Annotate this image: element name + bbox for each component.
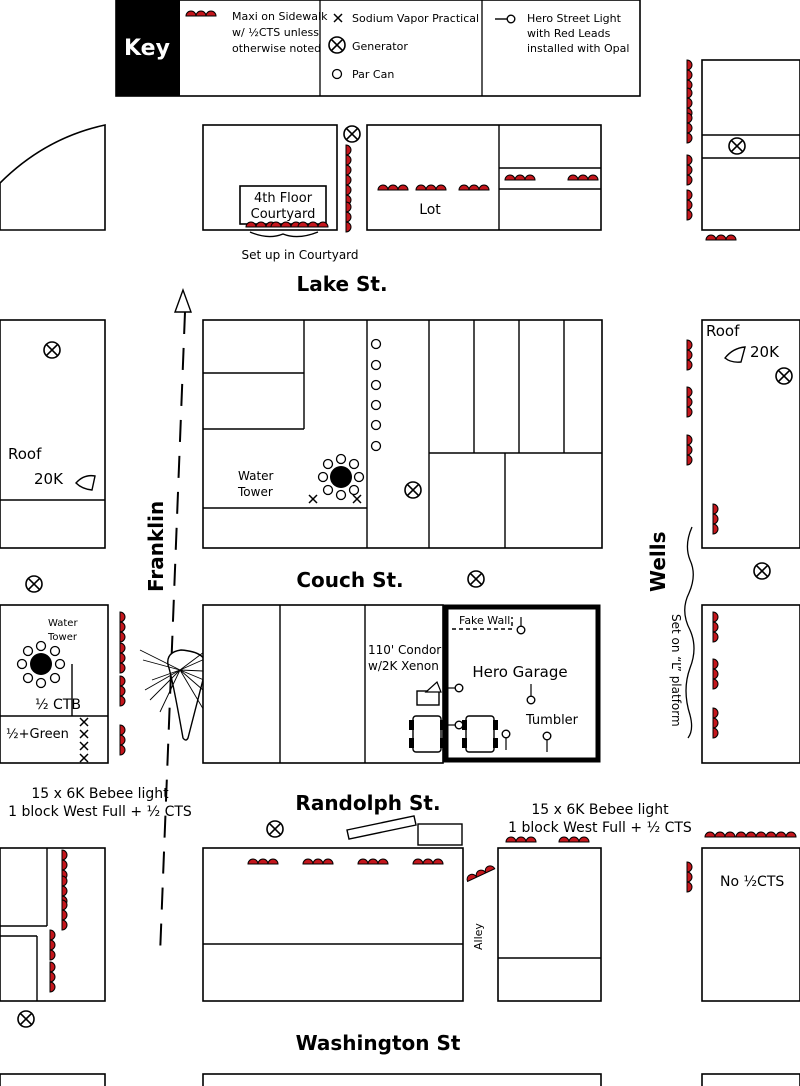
- block-south-center: [202, 847, 496, 1002]
- generator-icon: [17, 1010, 35, 1028]
- legend-title: Key: [124, 36, 170, 61]
- ctb-label: ½ CTB: [35, 697, 81, 713]
- light-20k-label-west: 20K: [34, 470, 64, 488]
- legend-hero-line2: with Red Leads: [527, 27, 611, 40]
- block-edge: [202, 1073, 602, 1086]
- legend-maxi-line1: Maxi on Sidewalk: [232, 10, 328, 23]
- block-west-water-tower: Water Tower ½ CTB ½+Green: [0, 604, 126, 764]
- roof-label-west: Roof: [8, 445, 42, 463]
- block-northwest: [0, 124, 106, 231]
- par-can-icon: [331, 68, 343, 80]
- legend-maxi-line2: w/ ½CTS unless: [232, 26, 319, 39]
- courtyard-setup-note: Set up in Courtyard: [241, 248, 358, 262]
- block-north-lot: Lot: [366, 124, 602, 231]
- water-tower-label-2: Tower: [237, 485, 273, 499]
- water-tower-label-1: Water: [48, 618, 78, 629]
- street-label-franklin: Franklin: [144, 501, 168, 592]
- legend-hero-line3: installed with Opal: [527, 42, 629, 55]
- courtyard-box: [239, 185, 327, 225]
- light-20k-icon: [75, 474, 96, 491]
- block-edge: [0, 1073, 106, 1086]
- legend: Key Maxi on Sidewalk w/ ½CTS unless othe…: [115, 0, 641, 97]
- bebee-label-west-1: 15 x 6K Bebee light: [31, 786, 169, 802]
- street-label-washington: Washington St: [296, 1031, 461, 1055]
- bebee-label-east-2: 1 block West Full + ½ CTS: [508, 820, 692, 836]
- lot-label: Lot: [419, 202, 441, 218]
- condor-icon: [416, 690, 440, 706]
- legend-hero-line1: Hero Street Light: [527, 12, 622, 25]
- street-label-randolph: Randolph St.: [295, 791, 440, 815]
- street-label-wells: Wells: [646, 531, 670, 592]
- generator-icon: [467, 570, 485, 588]
- bebee-label-east-1: 15 x 6K Bebee light: [531, 802, 669, 818]
- condor-label-1: 110' Condor: [368, 643, 441, 657]
- block-north-courtyard: 4th Floor Courtyard Set up in Courtyard: [202, 124, 359, 262]
- hero-lights-outside: [409, 683, 464, 753]
- tumbler-label: Tumbler: [525, 713, 579, 728]
- l-platform-label: Set on “L” platform: [669, 614, 683, 727]
- courtyard-label-2: Courtyard: [251, 207, 316, 222]
- generator-icon: [343, 125, 361, 143]
- camera-path: [159, 311, 186, 956]
- generator-icon: [753, 562, 771, 580]
- block-water-tower: Water Tower: [202, 319, 603, 549]
- green-label: ½+Green: [6, 727, 69, 742]
- block-east-l-platform: [701, 604, 800, 764]
- legend-generator: Generator: [352, 40, 408, 53]
- water-tower-icon: [30, 653, 52, 675]
- l-platform-brace: [684, 526, 695, 739]
- block-south-alley-east: [497, 847, 602, 1002]
- courtyard-label-1: 4th Floor: [254, 191, 313, 206]
- generator-icon: [266, 820, 284, 838]
- block-southeast: No ½CTS: [686, 847, 800, 1002]
- hero-garage-label: Hero Garage: [472, 663, 567, 681]
- car-icon: [465, 715, 495, 753]
- hero-garage: Fake Wall Hero Garage Tumbler: [443, 604, 601, 763]
- block-edge: [701, 1073, 800, 1086]
- condor-label-2: w/2K Xenon: [368, 659, 439, 673]
- block-northeast: [701, 59, 800, 231]
- light-20k-icon: [724, 346, 746, 363]
- fake-wall-label: Fake Wall: [459, 614, 510, 627]
- truck-icon: [346, 815, 463, 846]
- legend-maxi-line3: otherwise noted: [232, 42, 321, 55]
- street-label-couch: Couch St.: [296, 568, 403, 592]
- legend-sodium: Sodium Vapor Practical: [352, 12, 479, 25]
- block-hero-garage-row: 110' Condor w/2K Xenon: [202, 604, 444, 764]
- generator-icon: [328, 36, 346, 54]
- street-label-lake: Lake St.: [296, 272, 387, 296]
- roof-label-east: Roof: [706, 322, 740, 340]
- water-tower-icon: [330, 466, 352, 488]
- maxi-light-icon: [185, 10, 217, 17]
- legend-par-can: Par Can: [352, 68, 394, 81]
- water-tower-label-2: Tower: [47, 632, 78, 643]
- block-west-roof: Roof 20K: [0, 319, 106, 549]
- light-20k-label-east: 20K: [750, 343, 780, 361]
- hero-street-light-icon: [506, 14, 516, 24]
- block-east-roof: Roof 20K: [701, 319, 800, 549]
- street-label-alley: Alley: [472, 923, 485, 950]
- bebee-label-west-2: 1 block West Full + ½ CTS: [8, 804, 192, 820]
- water-tower-label-1: Water: [238, 469, 274, 483]
- north-arrow-icon: [174, 287, 192, 313]
- generator-icon: [25, 575, 43, 593]
- block-southwest: [0, 847, 106, 1002]
- car-icon: [412, 715, 442, 753]
- no-cts-label: No ½CTS: [720, 874, 784, 890]
